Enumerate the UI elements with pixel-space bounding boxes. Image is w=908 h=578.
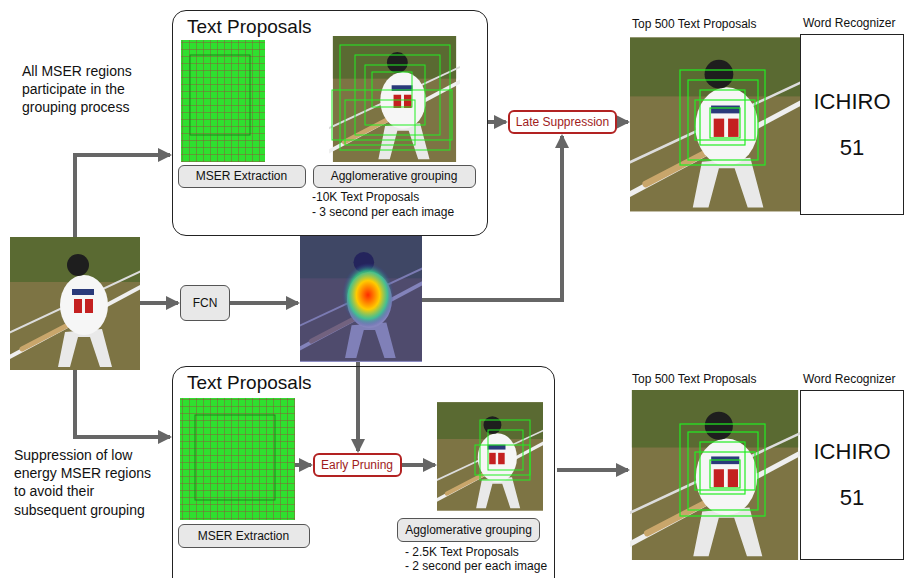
mser-image <box>180 398 295 520</box>
box-heading: Text Proposals <box>187 372 312 394</box>
box-label: Early Pruning <box>321 458 393 472</box>
process-box: Agglomerative grouping <box>397 518 540 542</box>
note-text: - 2.5K Text Proposals <box>405 545 519 561</box>
process-box: MSER Extraction <box>178 165 306 188</box>
recognizer-box: Word RecognizerICHIRO51 <box>800 34 904 215</box>
box-label: Agglomerative grouping <box>331 169 458 183</box>
recognized-word: 51 <box>840 135 864 161</box>
grouping-image <box>429 402 551 510</box>
note-text: - 3 second per each image <box>312 205 454 221</box>
note-text: Top 500 Text Proposals <box>632 17 757 33</box>
note-text: -10K Text Proposals <box>312 190 419 206</box>
note-text: Suppression of low energy MSER regions t… <box>14 446 164 519</box>
process-box: Agglomerative grouping <box>313 165 476 188</box>
mser-image <box>181 40 265 162</box>
box-heading: Word Recognizer <box>803 16 895 30</box>
box-heading: Word Recognizer <box>803 372 895 386</box>
recognized-word: ICHIRO <box>814 89 891 115</box>
box-label: MSER Extraction <box>196 169 287 183</box>
note-text: - 2 second per each image <box>405 559 547 575</box>
recognizer-box: Word RecognizerICHIRO51 <box>800 390 904 560</box>
recognized-word: 51 <box>840 485 864 511</box>
flow-arrow <box>488 120 506 124</box>
note-text: Top 500 Text Proposals <box>632 372 757 388</box>
recognized-word: ICHIRO <box>814 439 891 465</box>
suppression-box: Late Suppression <box>508 110 617 134</box>
heatmap-image <box>291 235 432 362</box>
box-label: Late Suppression <box>516 115 609 129</box>
network-box: FCN <box>180 285 230 321</box>
box-heading: Text Proposals <box>187 16 312 38</box>
note-text: All MSER regions participate in the grou… <box>22 62 162 117</box>
input-photo <box>0 237 150 370</box>
box-label: FCN <box>193 296 218 310</box>
flow-arrows <box>75 122 628 470</box>
result-image <box>617 38 813 212</box>
result-image <box>619 390 811 560</box>
grouping-image <box>323 36 465 162</box>
pruning-box: Early Pruning <box>313 453 402 477</box>
box-label: MSER Extraction <box>198 529 289 543</box>
box-label: Agglomerative grouping <box>405 523 532 537</box>
process-box: MSER Extraction <box>178 524 310 548</box>
